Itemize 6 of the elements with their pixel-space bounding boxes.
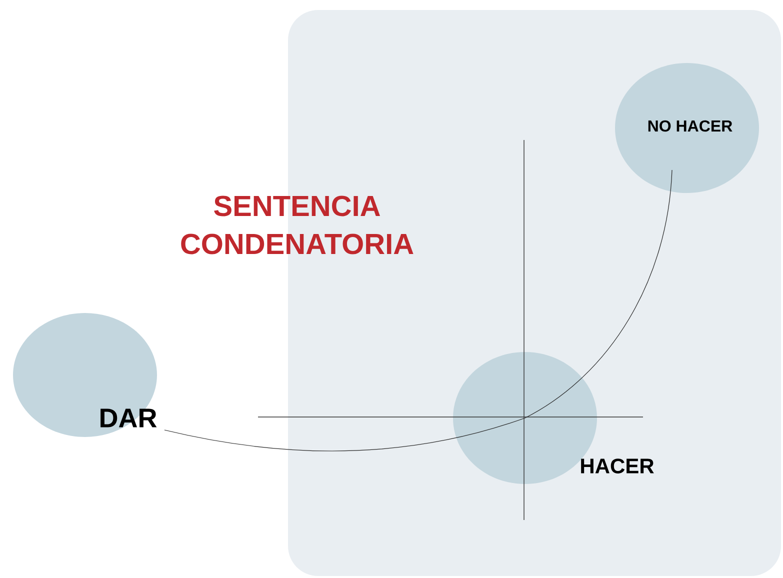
- circle-node: NO HACER: [615, 63, 760, 193]
- circle-node: HACER: [453, 352, 654, 484]
- curve-line: [164, 418, 526, 451]
- title: SENTENCIA CONDENATORIA: [181, 196, 414, 254]
- curve-line: [524, 170, 672, 418]
- circle-node: DAR: [13, 313, 157, 437]
